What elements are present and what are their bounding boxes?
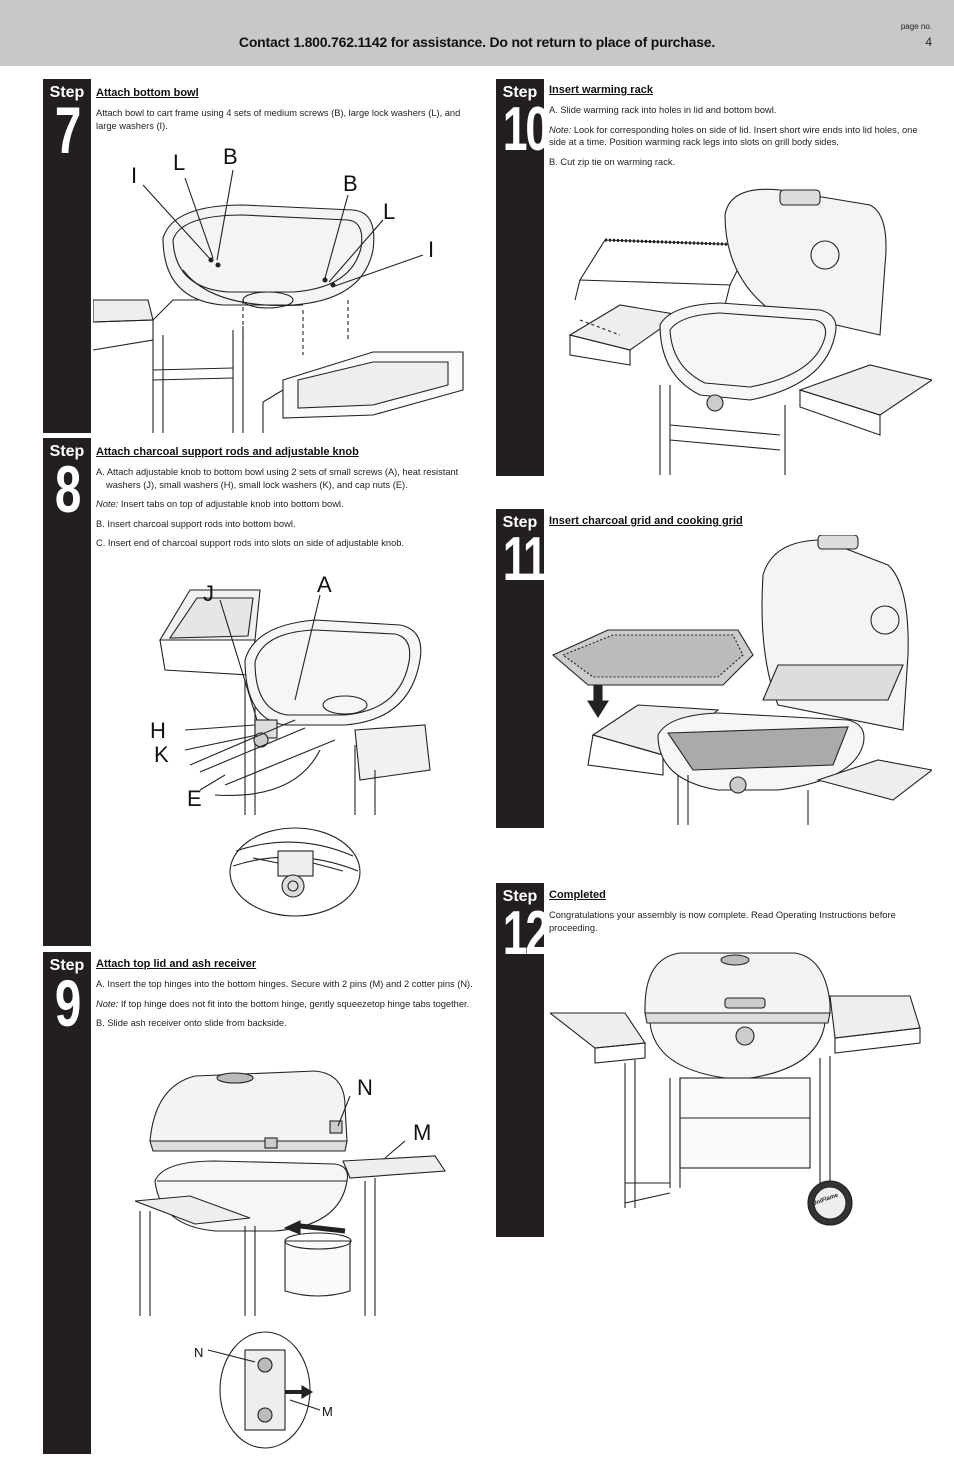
step-10-bar: Step 10 (496, 79, 550, 476)
step-12-text: Completed Congratulations your assembly … (549, 889, 929, 941)
note-label: Note: (96, 998, 119, 1009)
step-7-illustration: I L B B L I (93, 140, 483, 433)
part-letter: L (173, 150, 186, 175)
part-letter: L (383, 199, 396, 224)
step-number: 7 (54, 93, 81, 167)
part-letter: J (203, 581, 214, 606)
step-9-bar: Step 9 (43, 952, 91, 1454)
step-10-text: Insert warming rack A. Slide warming rac… (549, 84, 929, 175)
part-letter: M (322, 1404, 333, 1419)
page-number: 4 (925, 35, 932, 49)
page-number-label: page no. (900, 22, 932, 31)
contact-banner: Contact 1.800.762.1142 for assistance. D… (238, 34, 716, 50)
step-9-illustration: N M (135, 1066, 460, 1316)
step-paragraph: Congratulations your assembly is now com… (549, 910, 896, 933)
step-paragraph: B. Insert charcoal support rods into bot… (96, 518, 296, 529)
step-11-bar: Step 11 (496, 509, 548, 828)
step-label: Step (502, 84, 538, 101)
step-8-bar: Step 8 (43, 438, 91, 946)
step-label: Step (502, 888, 538, 905)
step-8-detail-inset (228, 826, 362, 918)
step-8-illustration: J A H K E (145, 570, 440, 815)
step-title: Attach charcoal support rods and adjusta… (96, 446, 359, 458)
step-title: Insert warming rack (549, 84, 653, 96)
part-letter: I (131, 163, 138, 188)
step-paragraph: B. Cut zip tie on warming rack. (549, 156, 676, 167)
step-title: Completed (549, 889, 606, 901)
step-9-text: Attach top lid and ash receiver A. Inser… (96, 958, 476, 1037)
part-letter: B (223, 144, 238, 169)
step-7-text: Attach bottom bowl Attach bowl to cart f… (96, 87, 476, 139)
step-number: 9 (54, 966, 81, 1040)
part-letter: N (194, 1345, 204, 1360)
step-paragraph: A. Slide warming rack into holes in lid … (549, 105, 777, 115)
note-label: Note: (549, 124, 572, 135)
step-note: Note: Insert tabs on top of adjustable k… (96, 498, 481, 511)
step-paragraph: A. Insert the top hinges into the bottom… (96, 979, 473, 989)
step-12-illustration: UniFlame (550, 948, 930, 1233)
step-title: Attach top lid and ash receiver (96, 958, 257, 970)
step-label: Step (49, 84, 85, 101)
note-text: Insert tabs on top of adjustable knob in… (118, 499, 344, 509)
part-letter: N (357, 1075, 373, 1100)
step-11-illustration (548, 535, 932, 825)
step-number: 8 (54, 452, 81, 526)
step-number: 12 (502, 899, 550, 968)
step-title: Insert charcoal grid and cooking grid (549, 515, 743, 527)
step-note: Note: If top hinge does not fit into the… (96, 998, 476, 1011)
step-7-bar: Step 7 (43, 79, 91, 433)
step-note: Note: Look for corresponding holes on si… (549, 124, 929, 149)
step-label: Step (49, 957, 85, 974)
part-letter: K (154, 742, 169, 767)
part-letter: E (187, 786, 202, 811)
part-letter: M (413, 1120, 432, 1145)
step-label: Step (502, 514, 538, 531)
step-10-illustration (560, 185, 932, 475)
step-number: 10 (502, 95, 550, 164)
step-8-text: Attach charcoal support rods and adjusta… (96, 446, 481, 557)
step-11-text: Insert charcoal grid and cooking grid (549, 515, 929, 535)
part-letter: H (150, 718, 166, 743)
part-letter: I (428, 237, 435, 262)
step-paragraph: C. Insert end of charcoal support rods i… (96, 538, 405, 548)
page-header: Contact 1.800.762.1142 for assistance. D… (0, 0, 954, 66)
step-paragraph: B. Slide ash receiver onto slide from ba… (96, 1018, 287, 1028)
step-label: Step (49, 443, 85, 460)
part-letter: A (317, 572, 332, 597)
part-letter: B (343, 171, 358, 196)
step-number: 11 (502, 525, 548, 594)
step-title: Attach bottom bowl (96, 87, 199, 99)
note-text: Look for corresponding holes on side of … (549, 124, 918, 148)
note-text: If top hinge does not fit into the botto… (118, 998, 470, 1009)
step-paragraph: Attach bowl to cart frame using 4 sets o… (96, 108, 461, 131)
step-12-bar: Step 12 (496, 883, 550, 1237)
step-9-detail-inset: N M (190, 1330, 340, 1450)
note-label: Note: (96, 499, 119, 509)
step-paragraph: A. Attach adjustable knob to bottom bowl… (96, 467, 459, 490)
